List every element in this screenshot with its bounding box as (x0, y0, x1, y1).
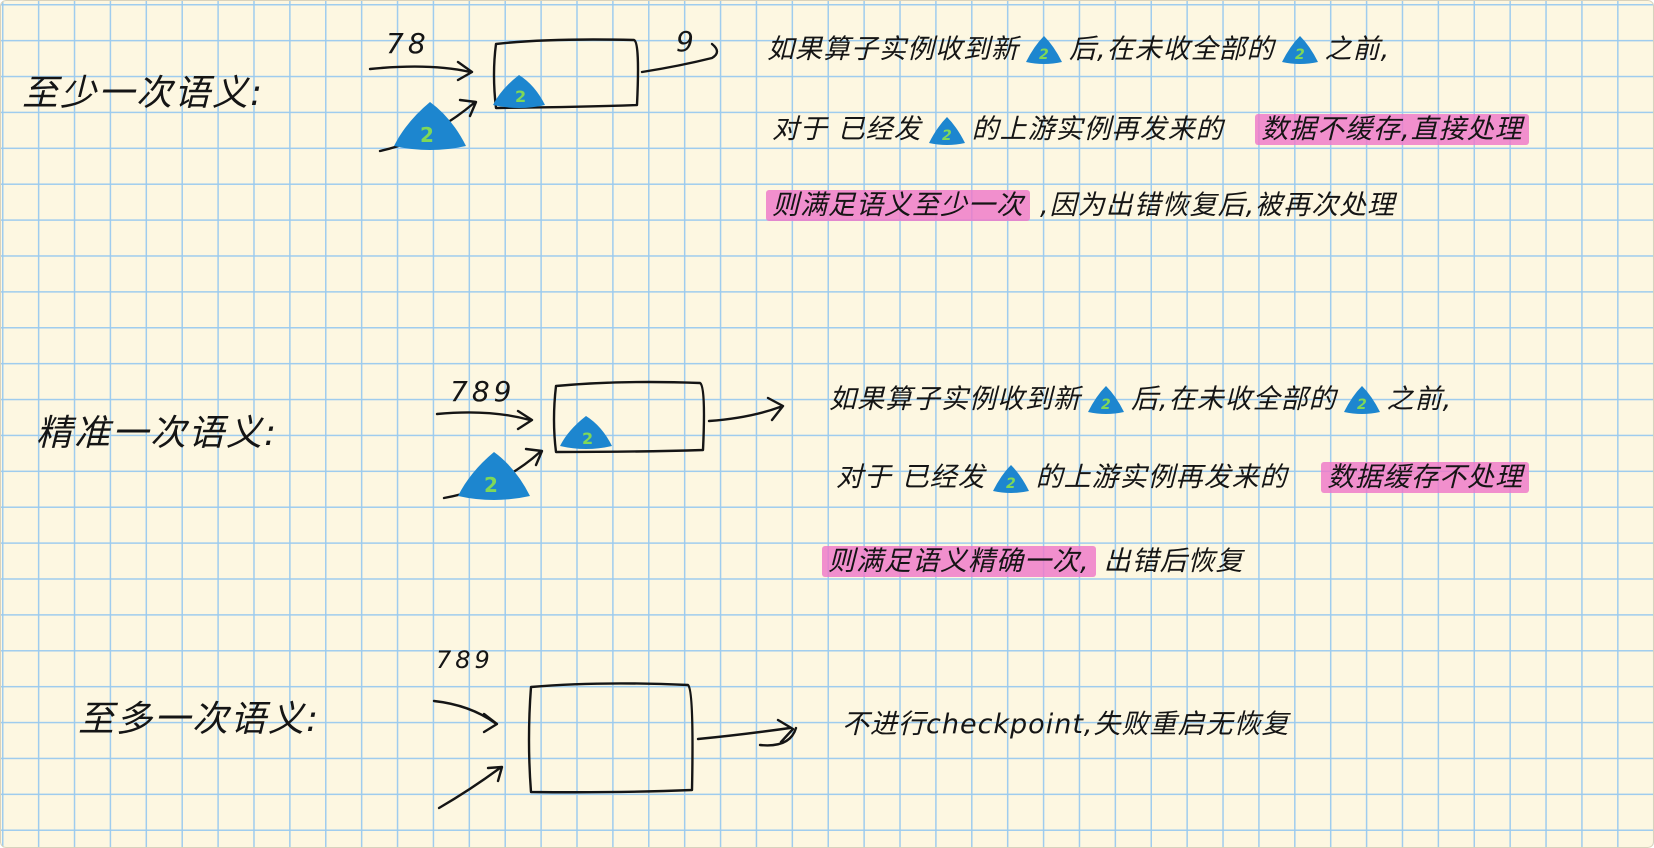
barrier-marker-icon: 2 (927, 115, 967, 145)
output-numbers-1: 9 (676, 25, 698, 58)
note-line-2-2: 对于 已经发 2 的上游实例再发来的 数据缓存不处理 (836, 462, 1530, 493)
input-numbers-2: 789 (450, 375, 516, 408)
operator-box-1 (492, 38, 640, 110)
note-text: 的上游实例再发来的 (1035, 462, 1288, 493)
note-line-1-3: 则满足语义至少一次 ,因为出错恢复后,被再次处理 (766, 190, 1395, 221)
note-text: 不进行checkpoint,失败重启无恢复 (842, 709, 1290, 740)
highlight-text: 数据不缓存,直接处理 (1255, 114, 1529, 145)
note-line-3-1: 不进行checkpoint,失败重启无恢复 (842, 710, 1290, 738)
svg-text:2: 2 (1357, 397, 1368, 413)
section-title-at-least-once: 至少一次语义: (22, 73, 265, 114)
svg-text:2: 2 (515, 87, 526, 106)
svg-text:2: 2 (1039, 47, 1050, 63)
output-arrow-3 (696, 718, 795, 744)
highlight-text: 则满足语义至少一次 (766, 190, 1030, 221)
input-arrow-top-2 (435, 409, 534, 431)
input-arrow-bottom-1 (378, 98, 478, 153)
barrier-marker-icon: 2 (1086, 384, 1126, 414)
note-line-1-2: 对于 已经发 2 的上游实例再发来的 数据不缓存,直接处理 (772, 114, 1529, 145)
svg-text:2: 2 (1295, 47, 1306, 63)
note-text: 如果算子实例收到新 (767, 33, 1019, 65)
svg-text:2: 2 (1006, 476, 1017, 492)
highlight-text: 则满足语义精确一次, (822, 546, 1096, 577)
barrier-marker-icon: 2 (1280, 34, 1320, 64)
note-text: 对于 已经发 (772, 114, 922, 145)
svg-text:2: 2 (1101, 397, 1112, 413)
note-text: 出错后恢复 (1103, 546, 1244, 577)
svg-text:2: 2 (420, 123, 434, 147)
note-line-2-3: 则满足语义精确一次,出错后恢复 (822, 546, 1244, 577)
input-arrow-bottom-3 (437, 765, 504, 810)
operator-box-2 (552, 380, 706, 454)
barrier-marker-incoming-2: 2 (458, 452, 530, 500)
svg-text:2: 2 (582, 429, 593, 448)
note-text: 后,在未收全部的 (1069, 33, 1275, 65)
output-arrow-3-tail (758, 726, 798, 747)
note-text: 后,在未收全部的 (1131, 383, 1337, 415)
barrier-marker-incoming-1: 2 (394, 102, 466, 150)
svg-text:2: 2 (942, 128, 953, 144)
highlight-text: 数据缓存不处理 (1321, 462, 1530, 493)
barrier-marker-icon: 2 (1342, 384, 1382, 414)
barrier-marker-icon: 2 (1024, 34, 1064, 64)
input-arrow-bottom-2 (442, 447, 544, 500)
note-text: 对于 已经发 (836, 462, 986, 493)
note-line-1-1: 如果算子实例收到新 2 后,在未收全部的 2 之前, (767, 34, 1390, 64)
barrier-marker-icon: 2 (991, 463, 1031, 493)
section-title-exactly-once: 精准一次语义: (36, 413, 279, 454)
note-text: 的上游实例再发来的 (971, 114, 1224, 145)
note-text: 之前, (1386, 383, 1453, 415)
input-numbers-3: 789 (436, 646, 494, 674)
input-numbers-1: 78 (386, 27, 430, 60)
barrier-marker-in-box-2: 2 (560, 416, 612, 449)
input-arrow-top-3 (432, 699, 499, 734)
operator-box-3 (527, 682, 694, 794)
note-text: ,因为出错恢复后,被再次处理 (1040, 190, 1396, 221)
note-text: 之前, (1324, 33, 1391, 65)
barrier-marker-in-box-1: 2 (493, 75, 545, 108)
section-title-at-most-once: 至多一次语义: (78, 699, 321, 740)
input-arrow-top-1 (368, 60, 474, 82)
note-text: 如果算子实例收到新 (829, 383, 1081, 415)
svg-text:2: 2 (484, 473, 498, 497)
note-line-2-1: 如果算子实例收到新 2 后,在未收全部的 2 之前, (829, 384, 1452, 414)
output-arrow-2 (707, 396, 785, 423)
